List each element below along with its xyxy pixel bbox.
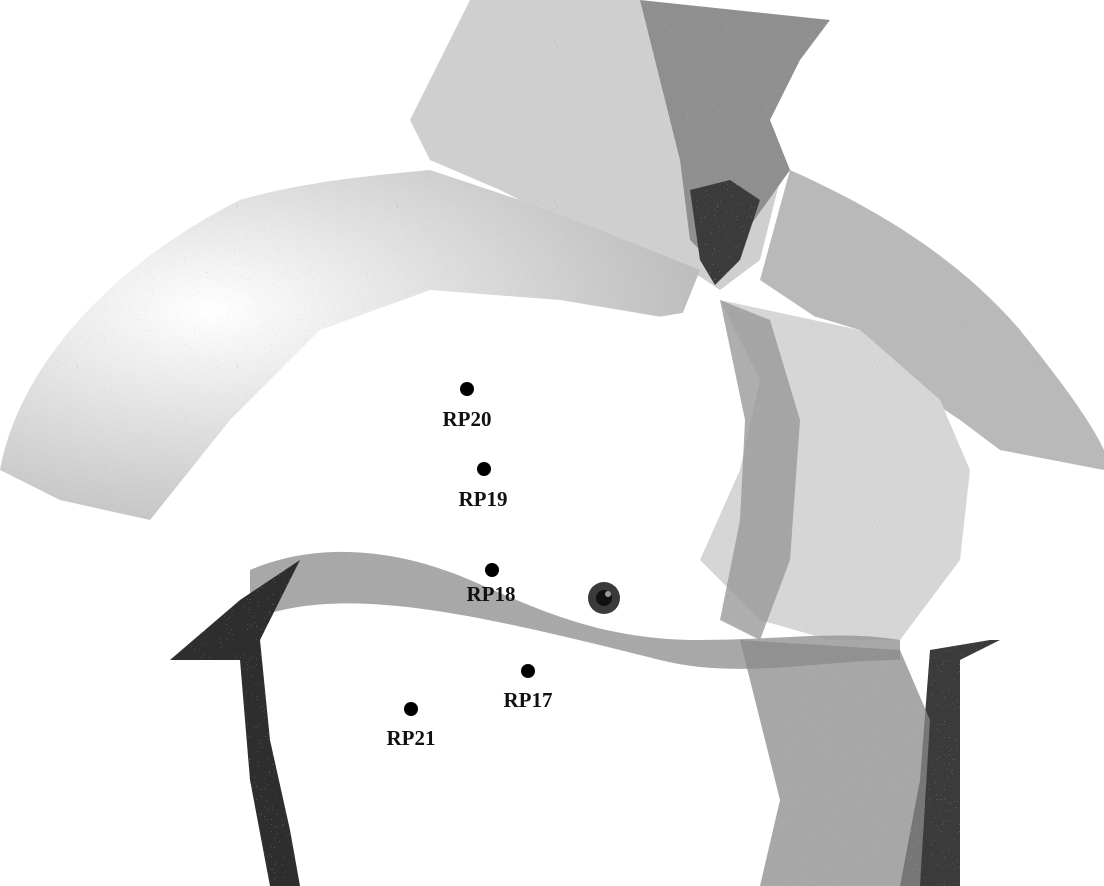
point-dot [521,664,535,678]
point-label-rp19: RP19 [459,487,508,511]
point-dot [404,702,418,716]
nipple-icon [588,582,620,614]
point-label-rp17: RP17 [504,688,553,712]
point-label-rp20: RP20 [443,407,492,431]
point-label-rp18: RP18 [467,582,516,606]
point-dot [460,382,474,396]
point-dot [485,563,499,577]
point-dot [477,462,491,476]
point-label-rp21: RP21 [387,726,436,750]
